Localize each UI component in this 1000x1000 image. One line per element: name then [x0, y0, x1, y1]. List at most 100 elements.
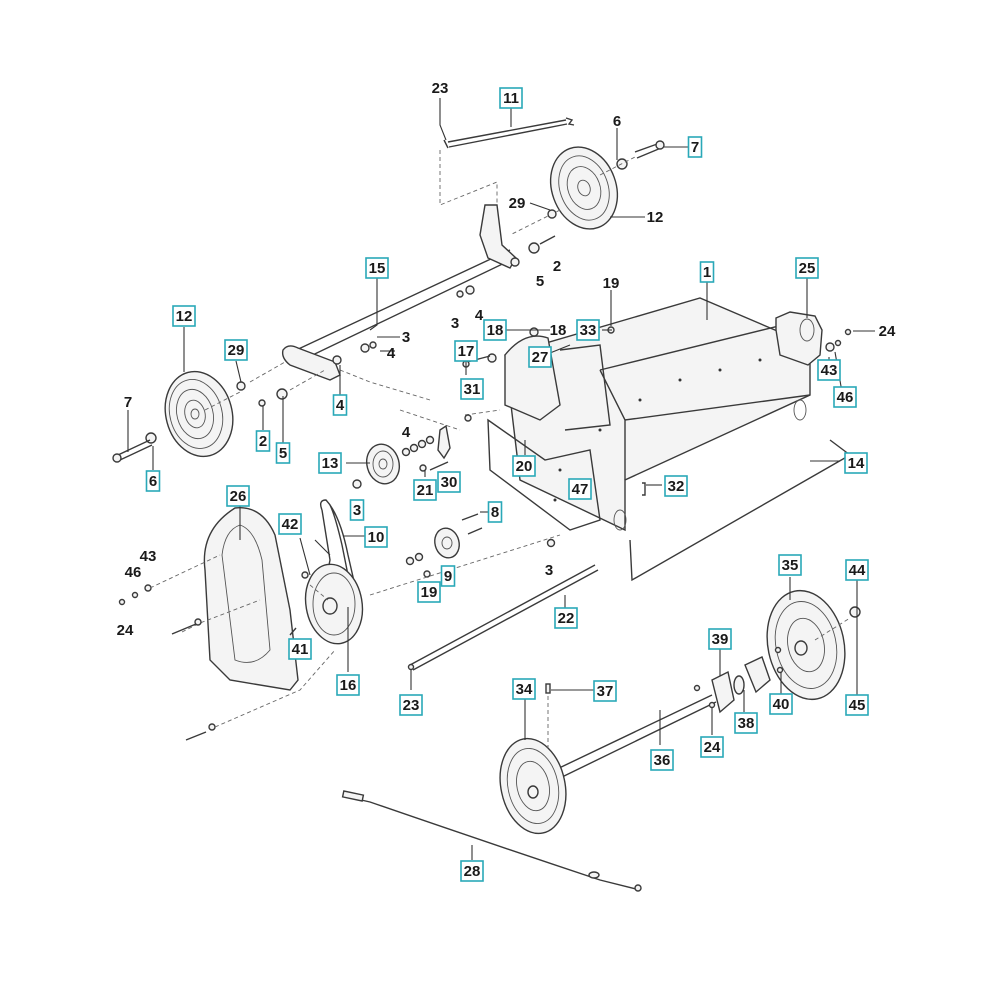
callout-number: 41 — [292, 641, 309, 658]
callout-number: 44 — [849, 562, 866, 579]
callout-43: 43 — [140, 548, 157, 565]
callout-box — [844, 452, 868, 474]
callout-1: 1 — [699, 261, 715, 283]
callout-box — [172, 305, 196, 327]
hub-assembly — [693, 646, 784, 714]
callout-number: 7 — [691, 139, 699, 156]
callout-number: 36 — [654, 752, 671, 769]
callout-box — [512, 678, 536, 700]
callout-12: 12 — [172, 305, 196, 327]
callout-32: 32 — [664, 475, 688, 497]
callout-box — [687, 136, 703, 158]
callout-number: 18 — [550, 322, 567, 339]
callout-3: 3 — [545, 562, 553, 579]
callout-number: 24 — [879, 323, 896, 340]
rear-axle — [499, 683, 717, 835]
callout-box — [255, 430, 271, 452]
callout-number: 47 — [572, 481, 589, 498]
callout-number: 42 — [282, 516, 299, 533]
callout-37: 37 — [593, 680, 617, 702]
callout-2: 2 — [255, 430, 271, 452]
callout-box — [554, 607, 578, 629]
callout-number: 17 — [458, 343, 475, 360]
callout-20: 20 — [512, 455, 536, 477]
callout-box — [332, 394, 348, 416]
callout-30: 30 — [437, 471, 461, 493]
callout-4: 4 — [332, 394, 348, 416]
callout-box — [708, 628, 732, 650]
callout-box — [699, 261, 715, 283]
callout-18: 18 — [483, 319, 507, 341]
callout-number: 19 — [421, 584, 438, 601]
callout-box — [817, 359, 841, 381]
callout-box — [417, 581, 441, 603]
lift-axle — [281, 204, 556, 381]
callout-45: 45 — [845, 694, 869, 716]
lever-rod — [439, 117, 575, 212]
callout-43: 43 — [817, 359, 841, 381]
callout-box — [576, 319, 600, 341]
callout-box — [365, 257, 389, 279]
callout-28: 28 — [460, 860, 484, 882]
callout-box — [318, 452, 342, 474]
callout-box — [440, 565, 456, 587]
callout-number: 38 — [738, 715, 755, 732]
callout-35: 35 — [778, 554, 802, 576]
callout-17: 17 — [454, 340, 478, 362]
callout-number: 11 — [503, 90, 519, 107]
callout-number: 10 — [368, 529, 385, 546]
callout-number: 37 — [597, 683, 614, 700]
callout-number: 5 — [536, 273, 544, 290]
callout-number: 39 — [712, 631, 729, 648]
callout-number: 40 — [773, 696, 790, 713]
callout-38: 38 — [734, 712, 758, 734]
callout-number: 35 — [782, 557, 799, 574]
callout-box — [528, 346, 552, 368]
callout-8: 8 — [487, 501, 503, 523]
callout-box — [460, 378, 484, 400]
callout-7: 7 — [687, 136, 703, 158]
callout-number: 27 — [532, 349, 549, 366]
callout-number: 22 — [558, 610, 575, 627]
callout-box — [593, 680, 617, 702]
callout-box — [413, 479, 437, 501]
callout-box — [364, 526, 388, 548]
callout-42: 42 — [278, 513, 302, 535]
callout-number: 6 — [613, 113, 621, 130]
callout-number: 7 — [124, 394, 132, 411]
callout-box — [499, 87, 523, 109]
callout-box — [795, 257, 819, 279]
callout-5: 5 — [536, 273, 544, 290]
callout-box — [145, 470, 161, 492]
callout-15: 15 — [365, 257, 389, 279]
callout-number: 43 — [821, 362, 838, 379]
callout-box — [512, 455, 536, 477]
callout-number: 3 — [353, 502, 361, 519]
callout-34: 34 — [512, 678, 536, 700]
callout-box — [845, 694, 869, 716]
callout-box — [460, 860, 484, 882]
callout-number: 5 — [279, 445, 287, 462]
callout-number: 46 — [837, 389, 854, 406]
callout-box — [278, 513, 302, 535]
callout-box — [226, 485, 250, 507]
leader-lines — [127, 98, 875, 860]
callout-box — [769, 693, 793, 715]
callout-5: 5 — [275, 442, 291, 464]
callout-21: 21 — [413, 479, 437, 501]
callout-6: 6 — [145, 470, 161, 492]
callout-47: 47 — [568, 478, 592, 500]
callout-number: 28 — [464, 863, 481, 880]
callout-number: 4 — [336, 397, 345, 414]
callout-box — [336, 674, 360, 696]
callout-4: 4 — [387, 345, 396, 362]
callout-number: 12 — [176, 308, 193, 325]
callout-number: 8 — [491, 504, 499, 521]
rear-shaft — [407, 564, 599, 671]
wheel-top-right — [509, 140, 665, 236]
callout-2: 2 — [553, 258, 561, 275]
callout-number: 13 — [322, 455, 339, 472]
callout-number: 14 — [848, 455, 865, 472]
